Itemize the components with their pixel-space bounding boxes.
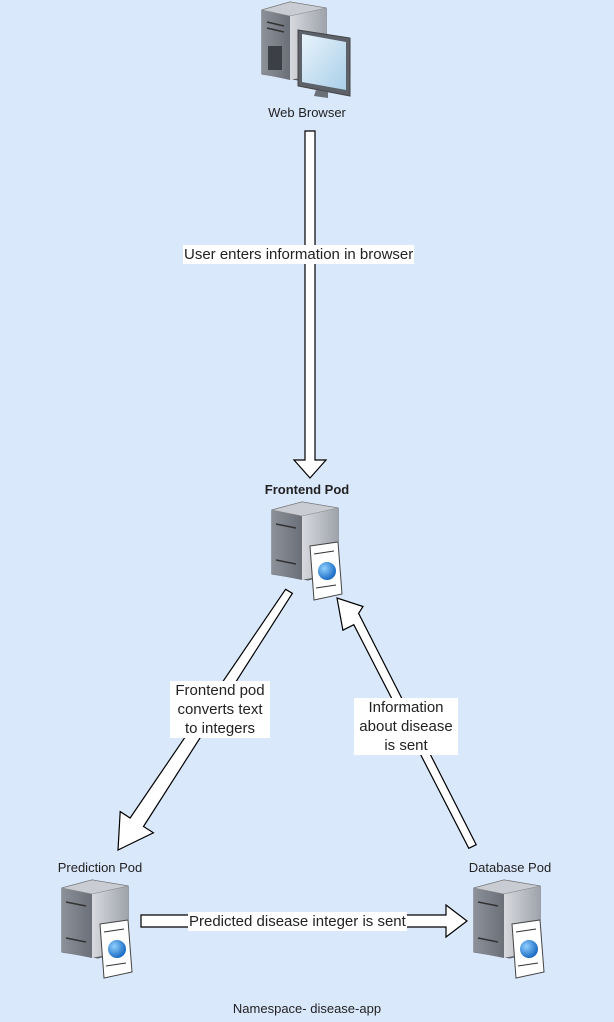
- namespace-label: Namespace- disease-app: [232, 1001, 382, 1016]
- database-pod-label: Database Pod: [468, 860, 552, 875]
- edge-label-user-input: User enters information in browser: [183, 245, 415, 264]
- web-server-icon: [271, 501, 343, 601]
- edge-label-predicted: Predicted disease integer is sent: [188, 912, 407, 931]
- web-browser-label: Web Browser: [268, 105, 346, 120]
- edge-label-disease-info: Information about disease is sent: [354, 698, 458, 755]
- web-server-icon: [61, 879, 133, 979]
- arrow-browser-to-frontend: [292, 130, 328, 479]
- web-browser-icon: [261, 1, 351, 98]
- frontend-pod-label: Frontend Pod: [264, 482, 350, 497]
- edge-label-convert: Frontend pod converts text to integers: [170, 681, 270, 738]
- prediction-pod-label: Prediction Pod: [57, 860, 143, 875]
- web-server-icon: [473, 879, 545, 979]
